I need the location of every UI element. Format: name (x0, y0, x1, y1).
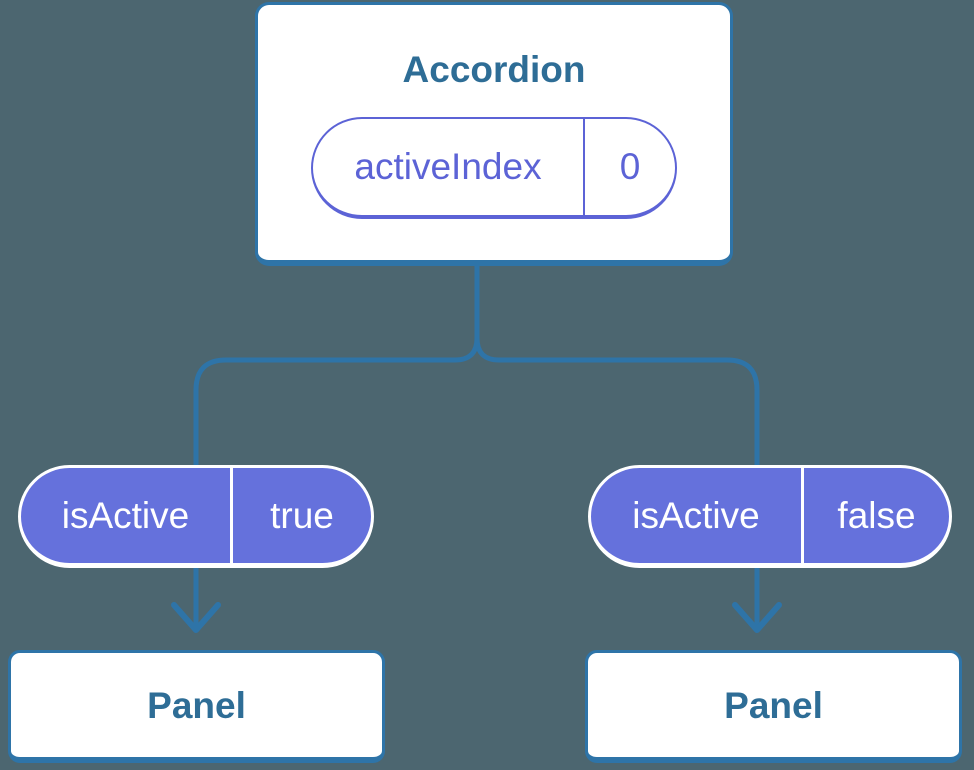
branch-line-right (474, 337, 760, 470)
branch-line-left (193, 262, 480, 470)
panel-title: Panel (724, 684, 823, 726)
panel-component-box-right: Panel (585, 650, 962, 763)
panel-title: Panel (147, 684, 246, 726)
prop-pill-isactive-false: isActive false (588, 465, 952, 568)
arrow-left-head-icon (171, 602, 221, 633)
accordion-title: Accordion (402, 49, 586, 90)
prop-value-label: false (837, 494, 916, 536)
panel-component-box-left: Panel (8, 650, 385, 763)
state-name-label: activeIndex (313, 119, 585, 215)
state-pill-activeindex: activeIndex 0 (311, 117, 677, 219)
state-value-label: 0 (619, 146, 641, 187)
prop-name-label: isActive (591, 468, 804, 563)
prop-value-label: true (270, 494, 334, 536)
accordion-component-box: Accordion activeIndex 0 (255, 2, 733, 266)
arrow-right-head-icon (732, 602, 782, 633)
prop-pill-isactive-true: isActive true (18, 465, 374, 568)
prop-name-label: isActive (21, 468, 233, 563)
